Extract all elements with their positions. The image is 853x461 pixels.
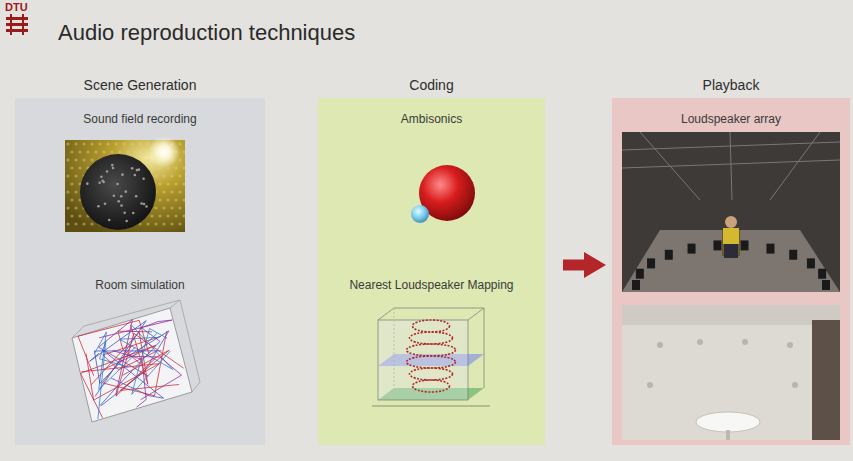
slide-title: Audio reproduction techniques [58,20,355,46]
panel-heading: Scene Generation [15,74,265,93]
panel-heading: Coding [318,74,545,93]
logo-text: DTU [5,1,28,13]
item-label: Loudspeaker array [622,110,840,126]
microphone-photo [65,136,186,232]
ambisonics-spheres [411,165,475,223]
stage-panel: CodingAmbisonicsNearest Loudspeaker Mapp… [318,74,545,445]
method-item: Loudspeaker array [622,110,840,442]
method-item: Nearest Loudspeaker Mapping [326,276,537,426]
item-label: Ambisonics [338,110,525,126]
item-label: Room simulation [55,276,225,292]
panel-heading: Playback [612,74,850,93]
item-label: Sound field recording [55,110,225,126]
logo-stripes [6,14,28,35]
method-item: Sound field recording [55,110,225,236]
scene-panel-ground [15,98,265,445]
item-label: Nearest Loudspeaker Mapping [326,276,537,292]
stage-panel: PlaybackLoudspeaker array [612,74,850,445]
method-item: Ambisonics [338,110,525,230]
method-item: Room simulation [55,276,225,426]
ray-tracing-figure [72,300,200,422]
playback-panel-ground [612,98,850,445]
coding-panel-ground [318,98,545,445]
test-room-photo [622,305,840,440]
loudspeaker-mapping-figure [372,308,490,406]
stage-panel: Scene GenerationSound field recordingRoo… [15,74,265,445]
flow-arrow [563,260,590,271]
listening-room-photo [622,132,840,292]
